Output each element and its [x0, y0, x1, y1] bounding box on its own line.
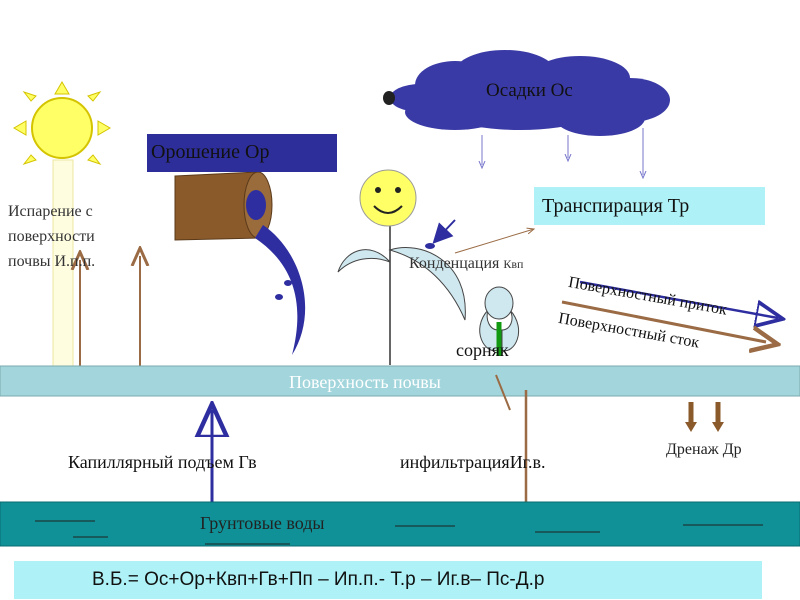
condensation-abbr: Квп: [503, 257, 524, 271]
water-balance-equation-box: В.Б.= Ос+Ор+Квп+Гв+Пп – Ип.п.- Т.р – Иг.…: [14, 561, 762, 599]
soil-surface-label: Поверхность почвы: [289, 372, 441, 392]
irrigation-box: Орошение Ор: [147, 134, 337, 172]
infiltration-label: инфильтрацияИг.в.: [400, 452, 546, 472]
transpiration-label: Транспирация Тр: [542, 195, 690, 217]
irrigation-pipe-icon: [174, 171, 306, 355]
transpiration-box: Транспирация Тр: [534, 187, 765, 225]
condensation-arrow: [432, 219, 456, 244]
weed-label: сорняк: [456, 340, 509, 360]
irrigation-label: Орошение Ор: [151, 141, 270, 163]
groundwater-band: [0, 501, 800, 547]
weed-icon: [479, 286, 520, 356]
evaporation-label-line2: поверхности: [8, 228, 95, 245]
condensation-label: Конденцация Квп: [409, 255, 523, 273]
evaporation-label-line3: почвы И.п.п.: [8, 253, 96, 270]
evaporation-label-line1: Испарение с: [8, 203, 93, 220]
soil-surface-band: [0, 365, 800, 397]
precipitation-label: Осадки Ос: [486, 80, 573, 101]
drainage-label: Дренаж Др: [666, 441, 742, 458]
drainage-arrows: [685, 402, 724, 432]
groundwater-label: Грунтовые воды: [200, 513, 325, 533]
cloud-icon: [383, 50, 670, 136]
water-balance-equation: В.Б.= Ос+Ор+Квп+Гв+Пп – Ип.п.- Т.р – Иг.…: [92, 569, 545, 590]
flower-icon: [337, 169, 466, 365]
surface-runoff-arrow: [561, 300, 766, 342]
condensation-text: Конденцация: [409, 255, 500, 272]
infiltration-arrow: [495, 374, 511, 411]
water-level-lines: [35, 520, 763, 545]
capillary-rise-label: Капиллярный подъем Гв: [68, 452, 257, 472]
transpiration-arrow: [454, 229, 534, 254]
surface-inflow-arrow: [579, 280, 778, 318]
